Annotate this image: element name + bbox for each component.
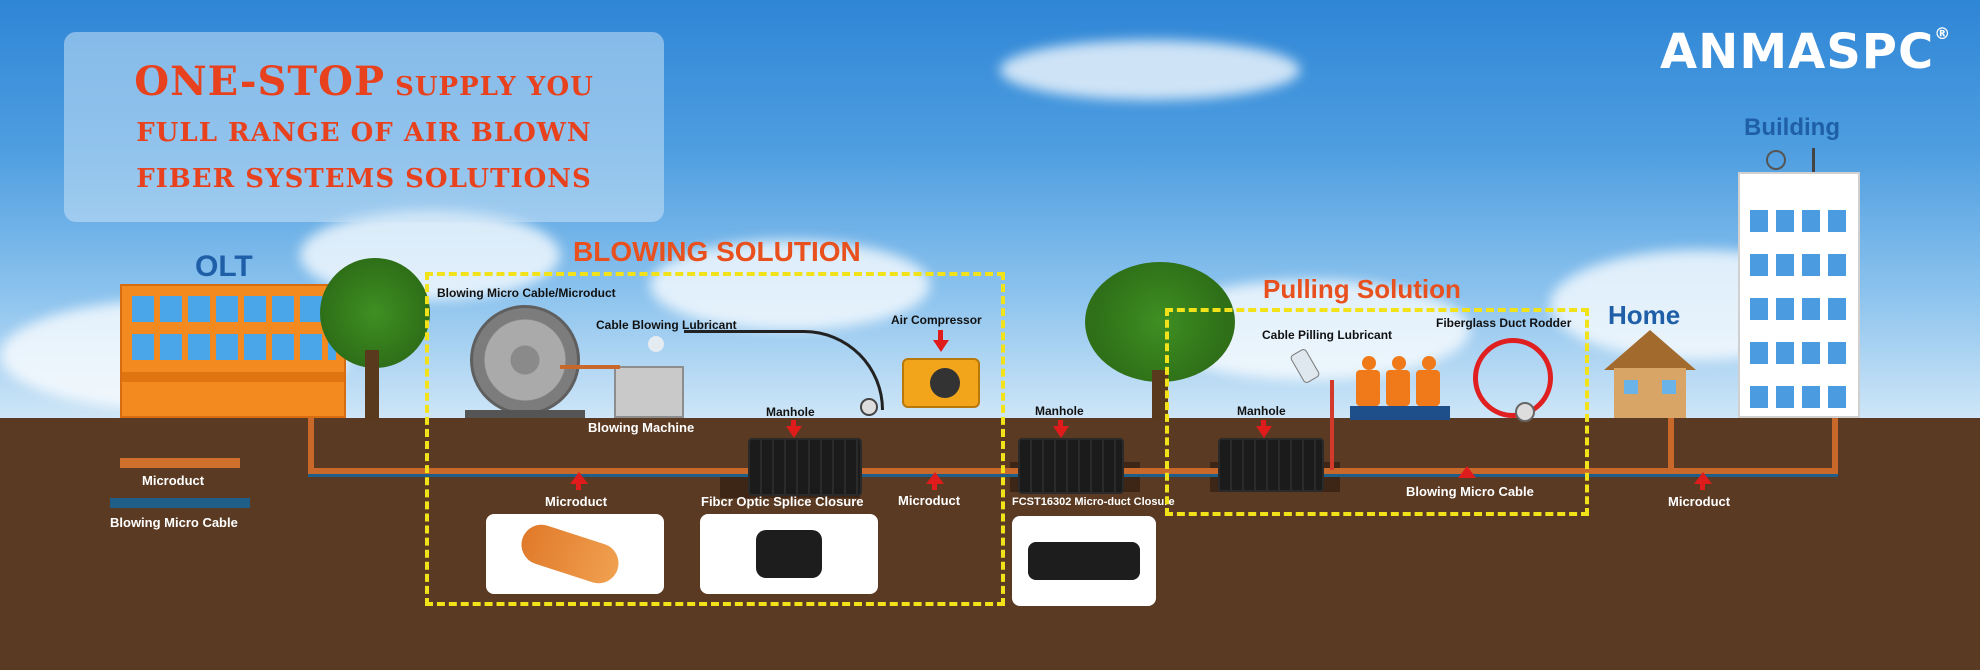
headline-supply-you: SUPPLY YOU: [385, 72, 594, 102]
arrow-down-icon: [933, 340, 949, 352]
lubricant-bottle-icon: [648, 336, 664, 352]
arrow-up-icon: [1458, 466, 1476, 478]
manhole-3-closure: [1218, 438, 1324, 492]
cable-drum-icon: [470, 305, 580, 415]
antenna-icon: [1812, 148, 1815, 172]
arrow-stem: [576, 482, 581, 490]
arrow-stem: [1058, 420, 1063, 428]
microduct-line: [1832, 418, 1838, 474]
cloud: [650, 240, 930, 330]
worker-body: [1356, 370, 1380, 406]
worker-legs: [1350, 406, 1450, 420]
arrow-down-icon: [1053, 426, 1069, 438]
micro-duct-closure-label: FCST16302 Micro-duct Closure: [1012, 496, 1175, 508]
headline-box: ONE-STOP SUPPLY YOU FULL RANGE OF AIR BL…: [64, 32, 664, 222]
rodder-wheel: [1515, 402, 1535, 422]
microduct-3-label: Microduct: [1668, 494, 1731, 509]
microduct-bundle-icon: [516, 519, 624, 589]
blowing-micro-cable-label: Blowing Micro Cable: [1406, 484, 1534, 499]
building-windows: [1750, 188, 1848, 408]
tree-icon: [1085, 262, 1235, 382]
micro-duct-closure-icon: [1028, 542, 1140, 580]
manhole-1-closure: [748, 438, 862, 496]
worker-body: [1416, 370, 1440, 406]
home-icon: [1614, 368, 1686, 418]
blowing-micro-cable-microduct-label: Blowing Micro Cable/Microduct: [437, 286, 616, 300]
microduct-2-label: Microduct: [898, 493, 961, 508]
blowing-solution-title: BLOWING SOLUTION: [573, 236, 861, 267]
headline-line-3: FIBER SYSTEMS SOLUTIONS: [136, 164, 592, 194]
air-compressor-label: Air Compressor: [891, 313, 982, 327]
microduct-line: [308, 418, 314, 474]
splice-closure-product-card: [700, 514, 878, 594]
legend-blowing-swatch: [110, 498, 250, 508]
building-icon: [1738, 172, 1860, 418]
worker-icon: [1422, 356, 1436, 370]
cloud: [1000, 40, 1300, 100]
tree-icon: [320, 258, 430, 368]
legend-blowing-label: Blowing Micro Cable: [110, 515, 238, 530]
manhole-1-label: Manhole: [766, 405, 815, 419]
arrow-up-icon: [1694, 472, 1712, 484]
arrow-stem: [932, 482, 937, 490]
arrow-up-icon: [926, 472, 944, 484]
fiber-splice-closure-label: Fibcr Optic Splice Closure: [701, 494, 864, 509]
microduct-product-card: [486, 514, 664, 594]
compressor-fan: [930, 368, 960, 398]
home-label: Home: [1608, 300, 1681, 330]
cable-blowing-lubricant-label: Cable Blowing Lubricant: [596, 318, 737, 332]
headline-line-2: FULL RANGE OF AIR BLOWN: [136, 118, 592, 148]
worker-icon: [1392, 356, 1406, 370]
pulling-solution-title: Pulling Solution: [1263, 274, 1461, 304]
headline-line-1: ONE-STOP SUPPLY YOU: [64, 58, 664, 105]
legend-microduct-label: Microduct: [142, 473, 205, 488]
air-compressor-icon: [902, 358, 980, 408]
arrow-stem: [791, 420, 796, 428]
manhole-2-closure: [1018, 438, 1124, 494]
olt-windows: [132, 334, 336, 360]
arrow-stem: [1261, 420, 1266, 428]
duct-rodder-icon: [1473, 338, 1553, 418]
olt-label: OLT: [195, 250, 253, 283]
olt-windows: [132, 296, 336, 322]
building-label: Building: [1744, 114, 1840, 141]
arrow-stem: [938, 330, 943, 342]
arrow-down-icon: [786, 426, 802, 438]
ground: [0, 418, 1980, 670]
arrow-stem: [1700, 482, 1705, 490]
micro-duct-closure-card: [1012, 516, 1156, 606]
pull-rope: [1330, 380, 1334, 470]
blowing-solution-frame: [425, 272, 1005, 606]
brand-logo: ANMASPC®: [1660, 24, 1951, 80]
microduct-line: [1668, 418, 1674, 474]
pulling-solution-frame: [1165, 308, 1589, 516]
microduct-1-label: Microduct: [545, 494, 608, 509]
brand-reg: ®: [1934, 24, 1952, 43]
fiberglass-duct-rodder-label: Fiberglass Duct Rodder: [1436, 316, 1572, 330]
cable-feed-line: [560, 365, 620, 369]
olt-ledge: [122, 372, 344, 382]
blowing-machine-label: Blowing Machine: [588, 420, 695, 435]
cable-pilling-lubricant-label: Cable Pilling Lubricant: [1262, 328, 1393, 342]
headline-one-stop: ONE-STOP: [134, 58, 386, 105]
worker-body: [1386, 370, 1410, 406]
arrow-up-icon: [570, 472, 588, 484]
drum-stand: [465, 410, 585, 418]
home-window: [1624, 380, 1638, 394]
pressure-gauge-icon: [860, 398, 878, 416]
worker-icon: [1362, 356, 1376, 370]
home-roof: [1604, 330, 1696, 370]
blowing-machine-icon: [614, 366, 684, 418]
tree-trunk: [1152, 370, 1168, 420]
arrow-down-icon: [1256, 426, 1272, 438]
manhole-3-label: Manhole: [1237, 404, 1286, 418]
manhole-2-label: Manhole: [1035, 404, 1084, 418]
home-window: [1662, 380, 1676, 394]
brand-name: ANMASPC: [1660, 24, 1935, 80]
olt-building: [120, 284, 346, 418]
legend-microduct-swatch: [120, 458, 240, 468]
tree-trunk: [365, 350, 379, 420]
splice-closure-icon: [756, 530, 822, 578]
satellite-dish-icon: [1766, 150, 1786, 170]
